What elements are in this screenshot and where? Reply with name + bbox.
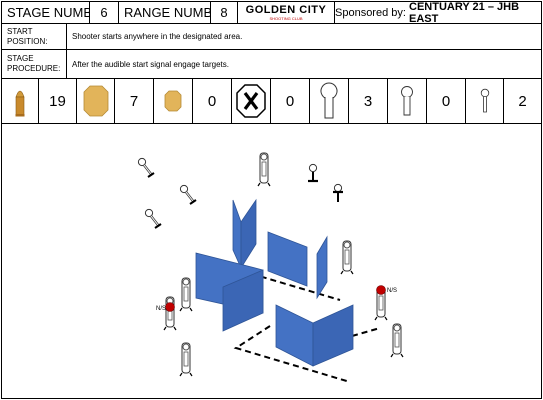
popper-standing-2 xyxy=(333,183,343,202)
small-popper-icon xyxy=(480,88,489,113)
stage-diagram-frame xyxy=(1,123,542,399)
paper-target-7 xyxy=(179,342,193,377)
shooting-area-outline xyxy=(231,267,381,383)
paper-target-3 xyxy=(179,277,193,312)
mini-target-icon xyxy=(164,90,182,112)
sponsor-name: CENTUARY 21 – JHB EAST xyxy=(409,1,520,24)
no-shoot-label-left: N/S xyxy=(156,306,166,312)
club-subtitle: SHOOTING CLUB xyxy=(269,15,303,21)
paper-target-2 xyxy=(340,240,354,275)
popper-tilted-3 xyxy=(144,208,163,230)
barrier-walls xyxy=(195,198,354,367)
large-popper-icon xyxy=(320,82,338,119)
no-shoot-icon xyxy=(236,84,266,118)
popper-tilted-1 xyxy=(137,157,156,179)
paper-target-6 xyxy=(390,323,404,358)
bullet-icon xyxy=(15,90,25,117)
no-shoot-marker-right xyxy=(376,285,386,295)
ipsc-target-icon xyxy=(83,85,108,117)
no-shoot-label-right: N/S xyxy=(387,288,397,294)
medium-popper-icon xyxy=(401,86,413,116)
popper-tilted-2 xyxy=(179,184,198,206)
no-shoot-marker-left xyxy=(165,302,175,312)
paper-target-1 xyxy=(257,152,271,187)
paper-target-4 xyxy=(163,296,177,331)
club-name: GOLDEN CITY xyxy=(245,3,327,16)
sponsor-prefix: Sponsored by: xyxy=(335,6,409,19)
popper-standing-1 xyxy=(308,163,318,183)
